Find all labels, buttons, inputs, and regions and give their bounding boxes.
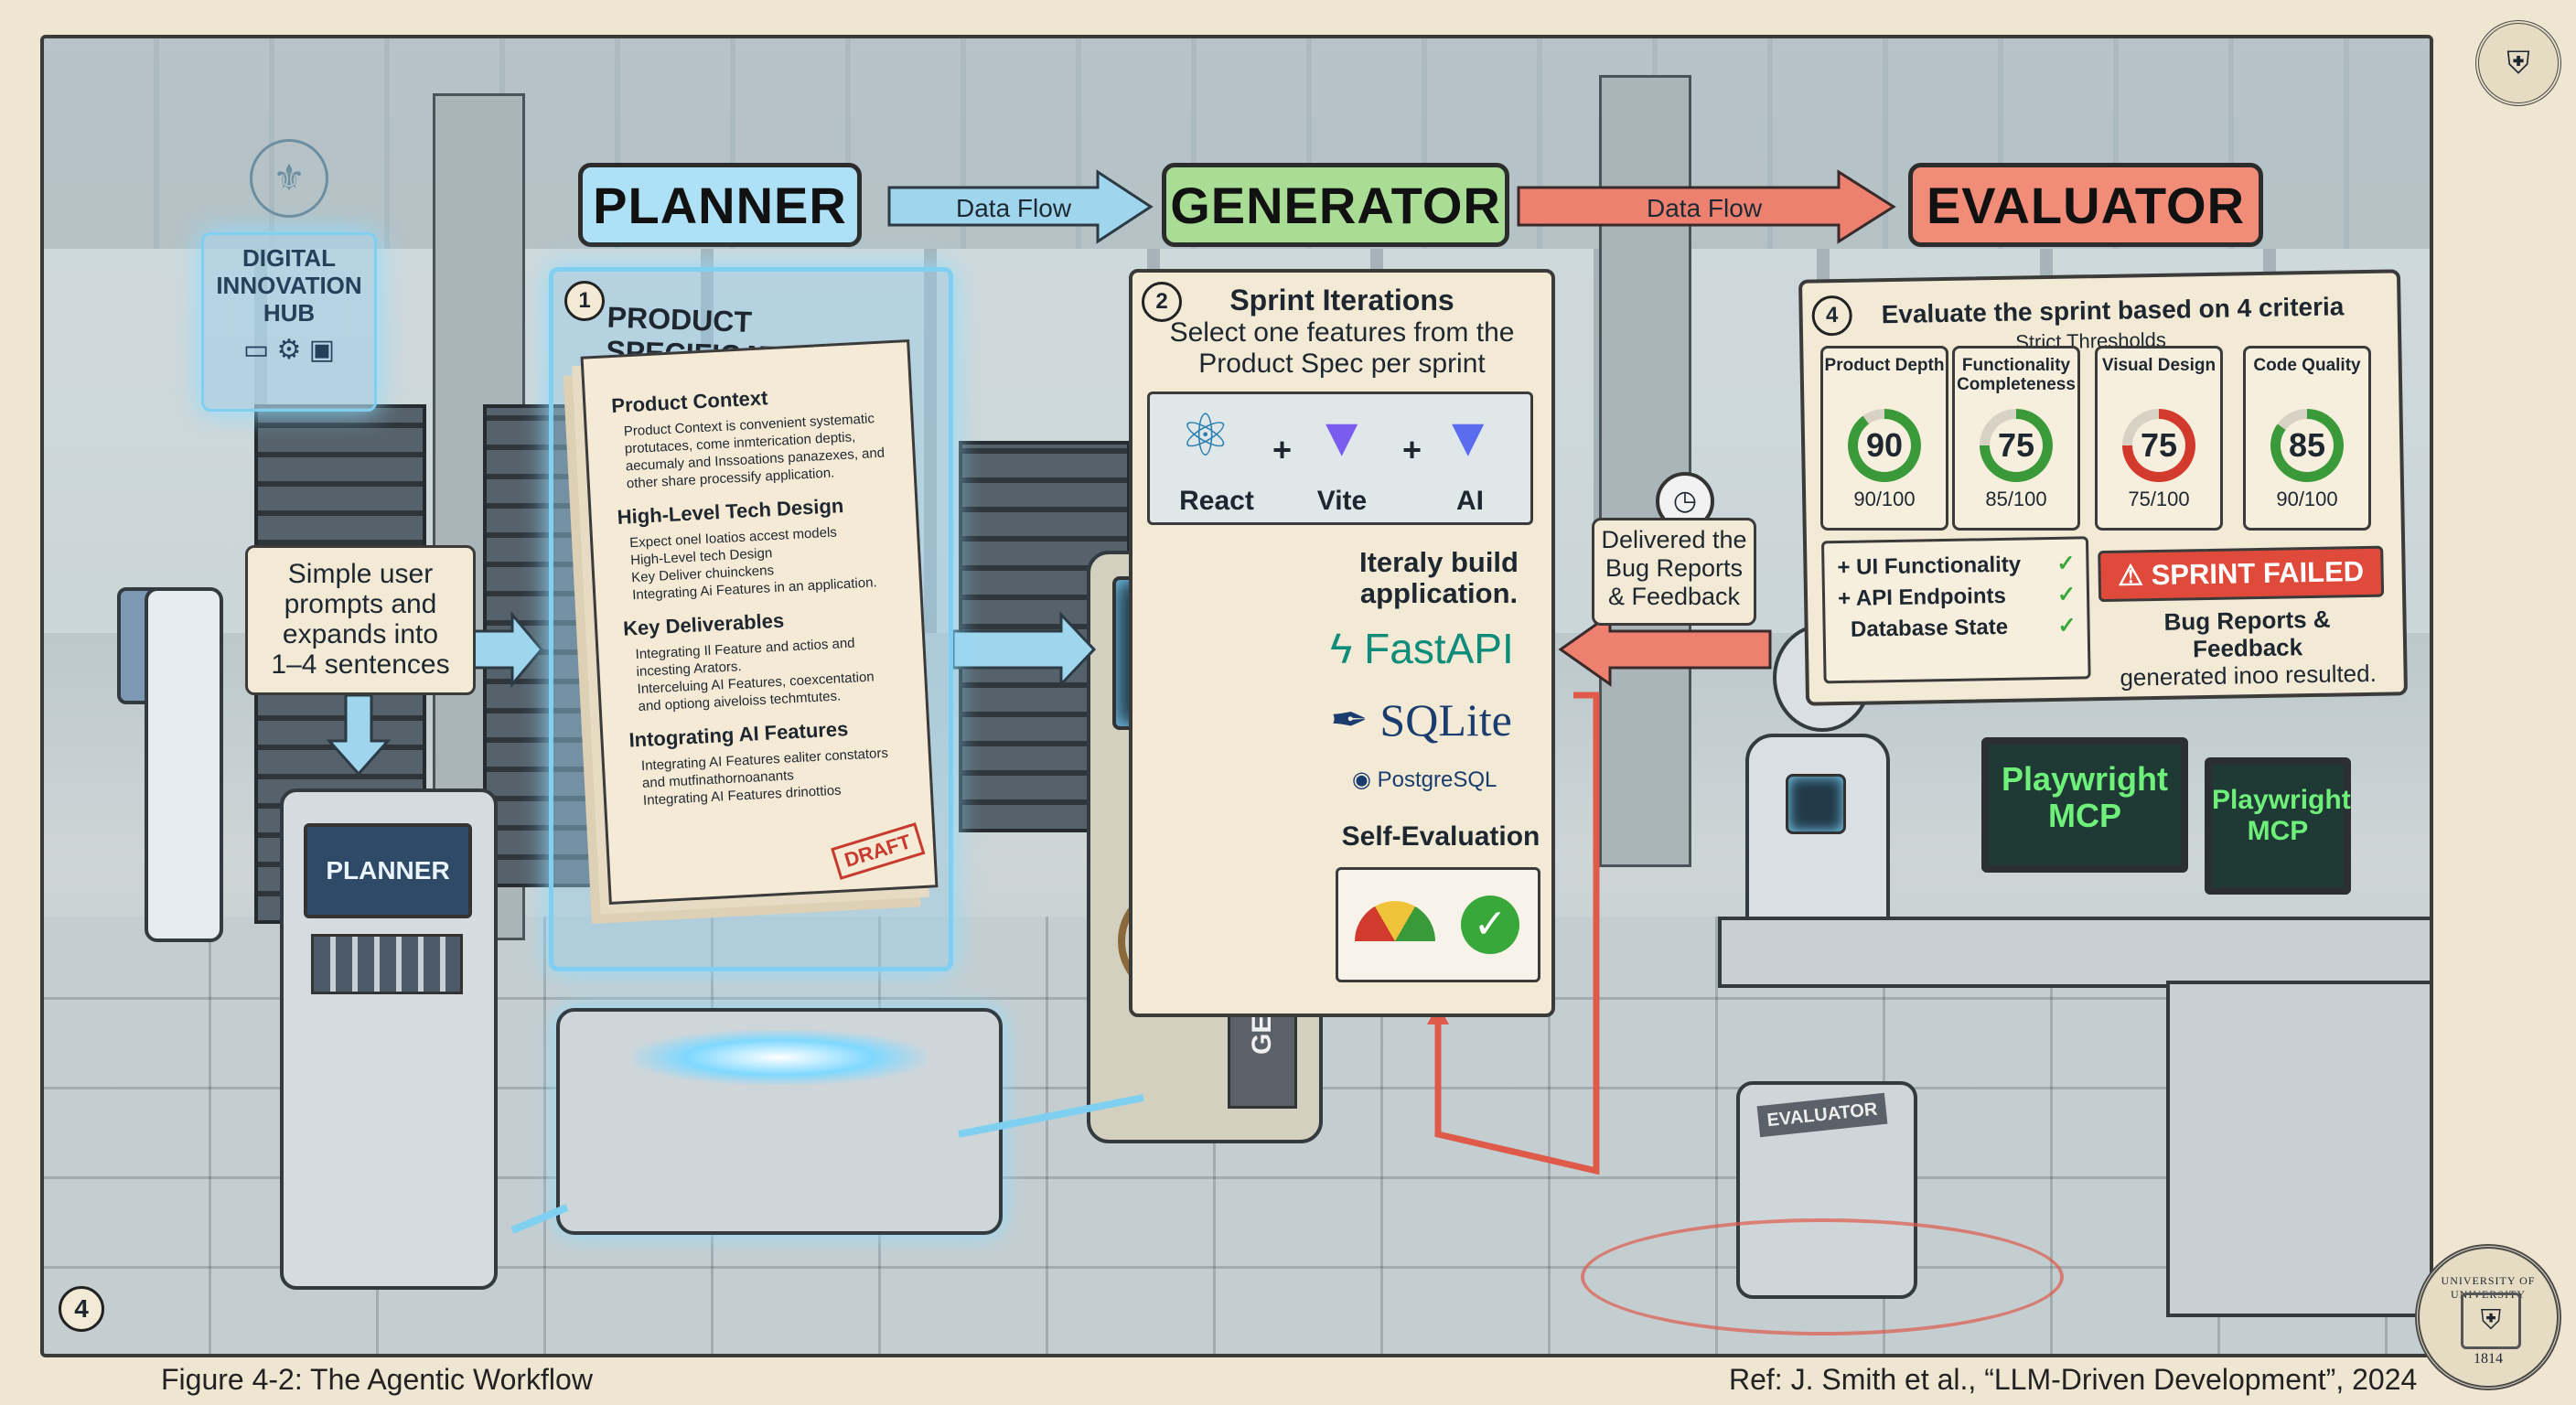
ai-icon: ▼ xyxy=(1441,405,1495,468)
check-icon: ✓ xyxy=(2057,611,2077,642)
build-text: Iteraly build xyxy=(1334,547,1544,578)
sprint-desc: Select one features from the xyxy=(1132,317,1551,349)
step-number: 4 xyxy=(1811,295,1852,337)
eval-title: Evaluate the sprint based on 4 criteria xyxy=(1881,292,2344,329)
checklist-box: + UI Functionality✓ + API Endpoints✓ Dat… xyxy=(1821,536,2091,683)
speedometer-icon xyxy=(1355,901,1435,941)
score-value: 75 xyxy=(1990,419,2043,472)
delivered-line: Delivered the xyxy=(1594,526,1754,554)
delivered-note: Delivered the Bug Reports & Feedback xyxy=(1592,518,1756,626)
step-number: 2 xyxy=(1142,282,1182,322)
score-card: Product Depth 90 90/100 xyxy=(1820,346,1948,531)
score-gauge: 90 xyxy=(1848,409,1921,482)
plus-sign: + xyxy=(1272,431,1292,469)
prompt-line: 1–4 sentences xyxy=(248,649,473,680)
criterion-name: Visual Design xyxy=(2098,356,2220,375)
plus-sign: + xyxy=(1402,431,1422,469)
elephant-icon: ◉ xyxy=(1352,767,1371,792)
feather-icon: ✒ xyxy=(1330,694,1368,745)
sqlite-logo: ✒ SQLite xyxy=(1330,693,1512,746)
score-card: Visual Design 75 75/100 xyxy=(2095,346,2223,531)
score-gauge: 75 xyxy=(2122,409,2195,482)
sprint-panel: 2 Sprint Iterations Select one features … xyxy=(1129,269,1555,1017)
tech-stack-box: ⚛ React + ▼ Vite + ▼ AI xyxy=(1147,391,1533,525)
sprint-desc: Product Spec per sprint xyxy=(1132,349,1551,380)
tech-label: React xyxy=(1166,486,1267,517)
score-card: Code Quality 85 90/100 xyxy=(2243,346,2371,531)
self-eval-window: ✓ xyxy=(1336,867,1540,982)
react-icon: ⚛ xyxy=(1179,402,1231,470)
check-icon: ✓ xyxy=(2056,549,2076,580)
sprint-failed-banner: ⚠ SPRINT FAILED xyxy=(2098,546,2384,602)
check-item: + UI Functionality✓ xyxy=(1837,549,2076,585)
delivered-line: & Feedback xyxy=(1594,583,1754,611)
floor-light-line xyxy=(959,1098,1143,1134)
prompt-to-spec-arrow xyxy=(474,615,542,684)
reference-caption: Ref: J. Smith et al., “LLM-Driven Develo… xyxy=(1729,1363,2417,1397)
data-flow-label: Data Flow xyxy=(956,194,1071,223)
checkmark-icon: ✓ xyxy=(1461,896,1519,954)
tech-label: AI xyxy=(1424,486,1516,517)
score-gauge: 85 xyxy=(2270,409,2344,482)
bug-report-text: Bug Reports & Feedback xyxy=(2109,605,2385,664)
floor-light-line xyxy=(512,1207,567,1230)
score-max: 85/100 xyxy=(1955,488,2077,511)
figure-caption: Figure 4-2: The Agentic Workflow xyxy=(161,1363,593,1397)
small-seal-icon: ⛨ xyxy=(2475,20,2561,106)
check-item: Database State✓ xyxy=(1838,611,2077,647)
sprint-title: Sprint Iterations xyxy=(1132,284,1551,317)
score-max: 90/100 xyxy=(2246,488,2368,511)
university-seal: UNIVERSITY OF UNIVERSITY ⛨ 1814 xyxy=(2415,1244,2561,1390)
fastapi-label: FastAPI xyxy=(1364,625,1514,672)
check-icon: ✓ xyxy=(2057,580,2077,611)
spec-document: Product Context Product Context is conve… xyxy=(581,339,939,905)
seal-year: 1814 xyxy=(2420,1351,2557,1367)
criterion-name: Code Quality xyxy=(2246,356,2368,375)
step-number: 1 xyxy=(564,281,605,321)
spec-to-generator-arrow xyxy=(953,615,1094,684)
data-flow-label: Data Flow xyxy=(1647,194,1762,223)
sprint-failed-label: SPRINT FAILED xyxy=(2151,555,2364,591)
score-max: 90/100 xyxy=(1823,488,1946,511)
postgres-logo: ◉ PostgreSQL xyxy=(1352,767,1497,793)
user-prompt-note: Simple user prompts and expands into 1–4… xyxy=(245,545,476,695)
criterion-name: Product Depth xyxy=(1823,356,1946,375)
sqlite-label: SQLite xyxy=(1379,694,1511,745)
postgres-label: PostgreSQL xyxy=(1378,767,1497,792)
shield-icon: ⛨ xyxy=(2461,1292,2521,1349)
warning-icon: ⚠ xyxy=(2118,559,2143,591)
vite-icon: ▼ xyxy=(1315,405,1368,468)
score-value: 90 xyxy=(1858,419,1911,472)
score-max: 75/100 xyxy=(2098,488,2220,511)
fastapi-logo: ϟ FastAPI xyxy=(1330,624,1514,673)
prompt-line: Simple user xyxy=(248,559,473,589)
bolt-icon: ϟ xyxy=(1330,625,1352,672)
prompt-line: prompts and xyxy=(248,589,473,619)
score-value: 85 xyxy=(2281,419,2334,472)
build-text: application. xyxy=(1334,578,1544,609)
spec-text: Product Context is convenient systematic… xyxy=(623,410,888,493)
prompt-to-kiosk-arrow xyxy=(329,695,388,774)
self-eval-title: Self-Evaluation xyxy=(1336,821,1546,853)
draft-stamp: DRAFT xyxy=(832,822,926,880)
bug-report-text: generated inoo resulted. xyxy=(2110,660,2385,692)
score-value: 75 xyxy=(2132,419,2185,472)
delivered-line: Bug Reports xyxy=(1594,554,1754,583)
corner-number: 4 xyxy=(59,1286,104,1332)
tech-label: Vite xyxy=(1296,486,1388,517)
prompt-line: expands into xyxy=(248,619,473,649)
check-item: + API Endpoints✓ xyxy=(1838,580,2077,616)
score-gauge: 75 xyxy=(1980,409,2053,482)
